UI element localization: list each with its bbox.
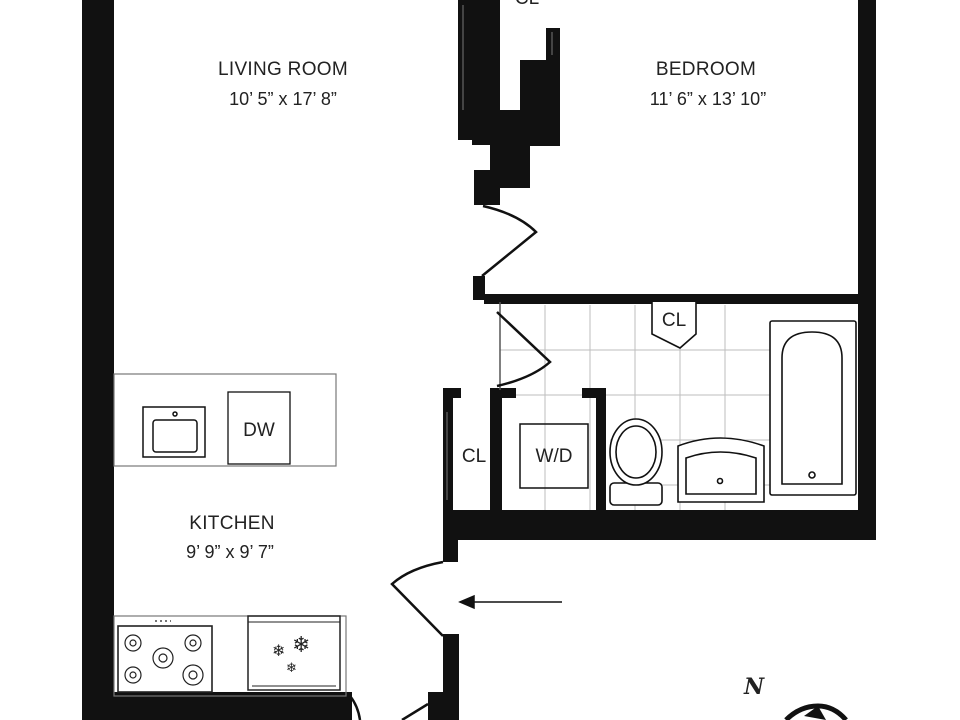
wall-wd-top-right — [582, 388, 604, 398]
compass: N — [743, 674, 848, 720]
kitchen-counter: ❄ ❄ ❄ — [113, 615, 347, 697]
wall-south-bath — [443, 510, 876, 540]
door-bottom-left-arc — [349, 695, 362, 720]
wall-wd-top — [496, 388, 516, 398]
bath-sink — [677, 437, 765, 503]
bath-closet-marker — [651, 302, 697, 349]
wall-entry-upper — [443, 540, 458, 562]
living-room-dims: 10’ 5” x 17’ 8” — [229, 89, 337, 109]
wall-hall-closet-left — [443, 388, 453, 510]
walls — [82, 0, 876, 720]
compass-north-label: N — [743, 674, 765, 700]
wall-partition-right — [546, 28, 560, 146]
wall-east-bedroom — [858, 0, 876, 540]
doors — [349, 204, 552, 720]
wall-partition-stepped — [472, 20, 546, 205]
door-bottom — [401, 702, 429, 720]
toilet — [609, 418, 663, 506]
wall-bedroom-bath — [484, 294, 858, 304]
refrigerator: ❄ ❄ ❄ — [247, 615, 341, 691]
door-bedroom — [481, 204, 538, 277]
wall-wd-right — [596, 388, 606, 510]
snowflake-icon: ❄ — [286, 661, 297, 676]
dishwasher-label: DW — [243, 420, 275, 441]
door-bath — [496, 311, 552, 388]
closet-hall-label: CL — [462, 446, 486, 467]
entry-arrow — [458, 594, 562, 610]
wall-corner-bottom — [428, 692, 448, 720]
washer-dryer-label: W/D — [536, 446, 573, 467]
bathtub — [769, 320, 857, 496]
bedroom-name: BEDROOM — [656, 59, 756, 80]
stove — [117, 620, 213, 693]
snowflake-icon: ❄ — [272, 641, 285, 660]
wall-south-kitchen — [82, 692, 352, 720]
living-room-name: LIVING ROOM — [218, 59, 348, 80]
bedroom-dims: 11’ 6” x 13’ 10” — [650, 89, 766, 109]
wall-partition-top — [472, 0, 500, 20]
dishwasher-box — [227, 391, 291, 465]
kitchen-island — [113, 373, 337, 467]
wall-closet-wd-divider — [490, 388, 502, 510]
kitchen-name: KITCHEN — [189, 513, 275, 534]
frame-lines — [446, 5, 553, 500]
closet-bath-label: CL — [662, 310, 686, 331]
closet-top-label: CL — [515, 0, 539, 9]
snowflake-icon: ❄ — [292, 633, 310, 658]
wall-west — [82, 0, 114, 720]
door-entry — [390, 560, 444, 637]
washer-dryer-box — [519, 423, 589, 489]
wall-partition-left — [458, 0, 472, 140]
kitchen-sink — [142, 406, 206, 458]
wall-stub-bedroom-door — [473, 276, 485, 300]
kitchen-dims: 9’ 9” x 9’ 7” — [186, 542, 274, 562]
